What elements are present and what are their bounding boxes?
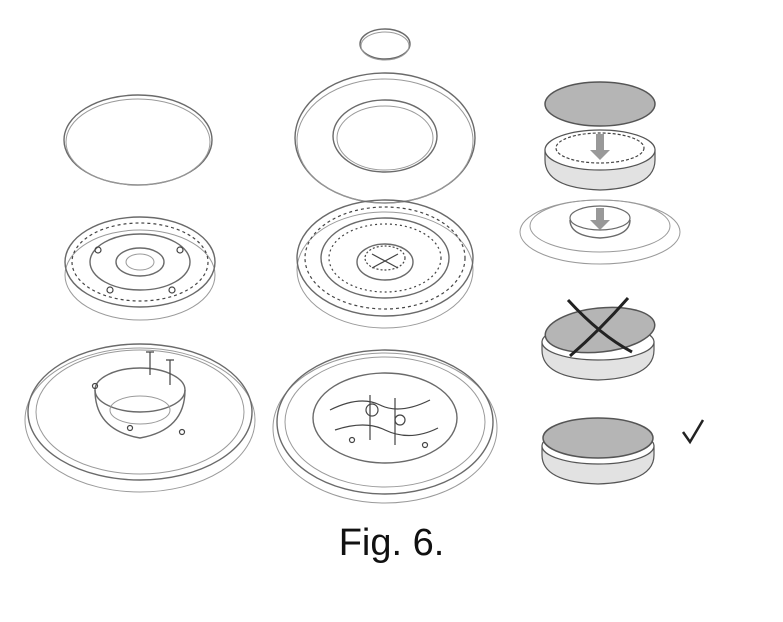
centre-inner-cap xyxy=(359,28,411,61)
cap-placement-step xyxy=(544,81,656,191)
correct-placement-step xyxy=(541,417,655,485)
left-burner-base xyxy=(24,343,256,493)
centre-flame-spreader xyxy=(296,199,474,329)
spreader-placement-step xyxy=(519,199,681,265)
centre-burner-base xyxy=(272,349,498,504)
left-burner-cap xyxy=(63,94,213,186)
check-mark xyxy=(681,419,705,445)
left-flame-spreader xyxy=(64,216,216,321)
figure-caption: Fig. 6. xyxy=(338,522,445,564)
incorrect-placement-step xyxy=(541,306,656,381)
centre-outer-ring-cap xyxy=(294,72,476,204)
cross-mark xyxy=(566,297,633,358)
